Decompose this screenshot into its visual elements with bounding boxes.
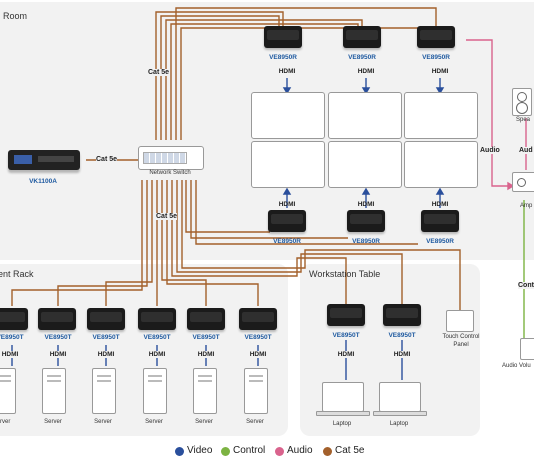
- transmitter-label: VE8950T: [44, 334, 72, 341]
- legend-control: Control: [233, 445, 266, 456]
- control-label: Cont: [518, 282, 534, 289]
- legend-video-dot: [175, 447, 184, 456]
- transmitter-unit: [239, 308, 277, 330]
- rack-title: ent Rack: [0, 269, 34, 279]
- audio-label-partial: Aud: [519, 147, 533, 154]
- transmitter-unit: [87, 308, 125, 330]
- display-screen: [328, 92, 402, 139]
- cat5e-label-bottom: Cat 5e: [156, 213, 178, 220]
- server-label: Server: [246, 419, 264, 425]
- legend-cat5e-dot: [323, 447, 332, 456]
- hdmi-label: HDMI: [357, 201, 375, 208]
- legend-video: Video: [187, 445, 213, 456]
- hdmi-label: HDMI: [278, 201, 296, 208]
- display-screen: [251, 92, 325, 139]
- amplifier-icon: [512, 172, 534, 192]
- receiver-unit: [417, 26, 455, 48]
- cat5e-label-top: Cat 5e: [148, 69, 170, 76]
- touch-panel-label-2: Panel: [453, 342, 469, 348]
- server-label: Server: [195, 419, 213, 425]
- transmitter-unit: [327, 304, 365, 326]
- speaker-label: Spea: [516, 117, 531, 123]
- server-icon: [0, 368, 16, 414]
- laptop-label: Laptop: [332, 421, 352, 427]
- switch-label: Network Switch: [149, 170, 191, 176]
- transmitter-label: VE8950T: [332, 332, 360, 339]
- display-screen: [251, 141, 325, 188]
- server-icon: [42, 368, 66, 414]
- receiver-label: VE8950R: [426, 238, 454, 245]
- receiver-label: VE8950R: [422, 54, 450, 61]
- workstation-title: Workstation Table: [309, 269, 381, 279]
- hdmi-label: HDMI: [43, 351, 73, 358]
- hdmi-label: HDMI: [0, 351, 25, 358]
- legend: Video Control Audio Cat 5e: [175, 445, 415, 459]
- legend-cat5e: Cat 5e: [335, 445, 365, 456]
- hdmi-label: HDMI: [357, 68, 375, 75]
- server-icon: [143, 368, 167, 414]
- hdmi-label: HDMI: [191, 351, 221, 358]
- receiver-label: VE8950R: [348, 54, 376, 61]
- amplifier-label: Amp: [520, 203, 533, 209]
- transmitter-unit: [383, 304, 421, 326]
- receiver-label: VE8950R: [352, 238, 380, 245]
- legend-control-dot: [221, 447, 230, 456]
- transmitter-label: VE8950T: [192, 334, 220, 341]
- server-icon: [244, 368, 268, 414]
- controller-label: VK1100A: [29, 178, 57, 185]
- hdmi-label: HDMI: [278, 68, 296, 75]
- transmitter-label: VE8950T: [143, 334, 171, 341]
- receiver-unit: [343, 26, 381, 48]
- transmitter-unit: [38, 308, 76, 330]
- touch-panel-label-1: Touch Control: [442, 334, 480, 340]
- network-switch: [138, 146, 204, 170]
- receiver-unit: [421, 210, 459, 232]
- transmitter-label: VE8950T: [0, 334, 24, 341]
- server-label: Server: [44, 419, 62, 425]
- laptop-icon: [322, 382, 364, 412]
- receiver-label: VE8950R: [273, 238, 301, 245]
- display-screen: [404, 141, 478, 188]
- laptop-label: Laptop: [389, 421, 409, 427]
- server-icon: [92, 368, 116, 414]
- controller-device: [8, 150, 80, 170]
- receiver-label: VE8950R: [269, 54, 297, 61]
- hdmi-label: HDMI: [431, 201, 449, 208]
- laptop-base: [373, 411, 427, 416]
- receiver-unit: [264, 26, 302, 48]
- hdmi-label: HDMI: [243, 351, 273, 358]
- legend-audio: Audio: [287, 445, 313, 456]
- display-screen: [328, 141, 402, 188]
- laptop-icon: [379, 382, 421, 412]
- display-screen: [404, 92, 478, 139]
- receiver-unit: [347, 210, 385, 232]
- transmitter-label: VE8950T: [92, 334, 120, 341]
- transmitter-label: VE8950T: [388, 332, 416, 339]
- audio-volume-label: Audio Volu: [502, 363, 531, 369]
- cat5e-label-controller: Cat 5e: [96, 156, 118, 163]
- server-label: Server: [145, 419, 163, 425]
- receiver-unit: [268, 210, 306, 232]
- transmitter-label: VE8950T: [244, 334, 272, 341]
- laptop-base: [316, 411, 370, 416]
- transmitter-unit: [0, 308, 28, 330]
- legend-audio-dot: [275, 447, 284, 456]
- audio-label: Audio: [480, 147, 500, 154]
- speaker-icon: [512, 88, 532, 116]
- audio-volume-icon: [520, 338, 534, 360]
- hdmi-label: HDMI: [387, 351, 417, 358]
- server-label: rver: [0, 419, 11, 425]
- room-title: Room: [3, 11, 28, 21]
- hdmi-label: HDMI: [142, 351, 172, 358]
- transmitter-unit: [138, 308, 176, 330]
- touch-panel-icon: [446, 310, 474, 332]
- server-label: Server: [94, 419, 112, 425]
- server-icon: [193, 368, 217, 414]
- hdmi-label: HDMI: [431, 68, 449, 75]
- hdmi-label: HDMI: [91, 351, 121, 358]
- transmitter-unit: [187, 308, 225, 330]
- hdmi-label: HDMI: [331, 351, 361, 358]
